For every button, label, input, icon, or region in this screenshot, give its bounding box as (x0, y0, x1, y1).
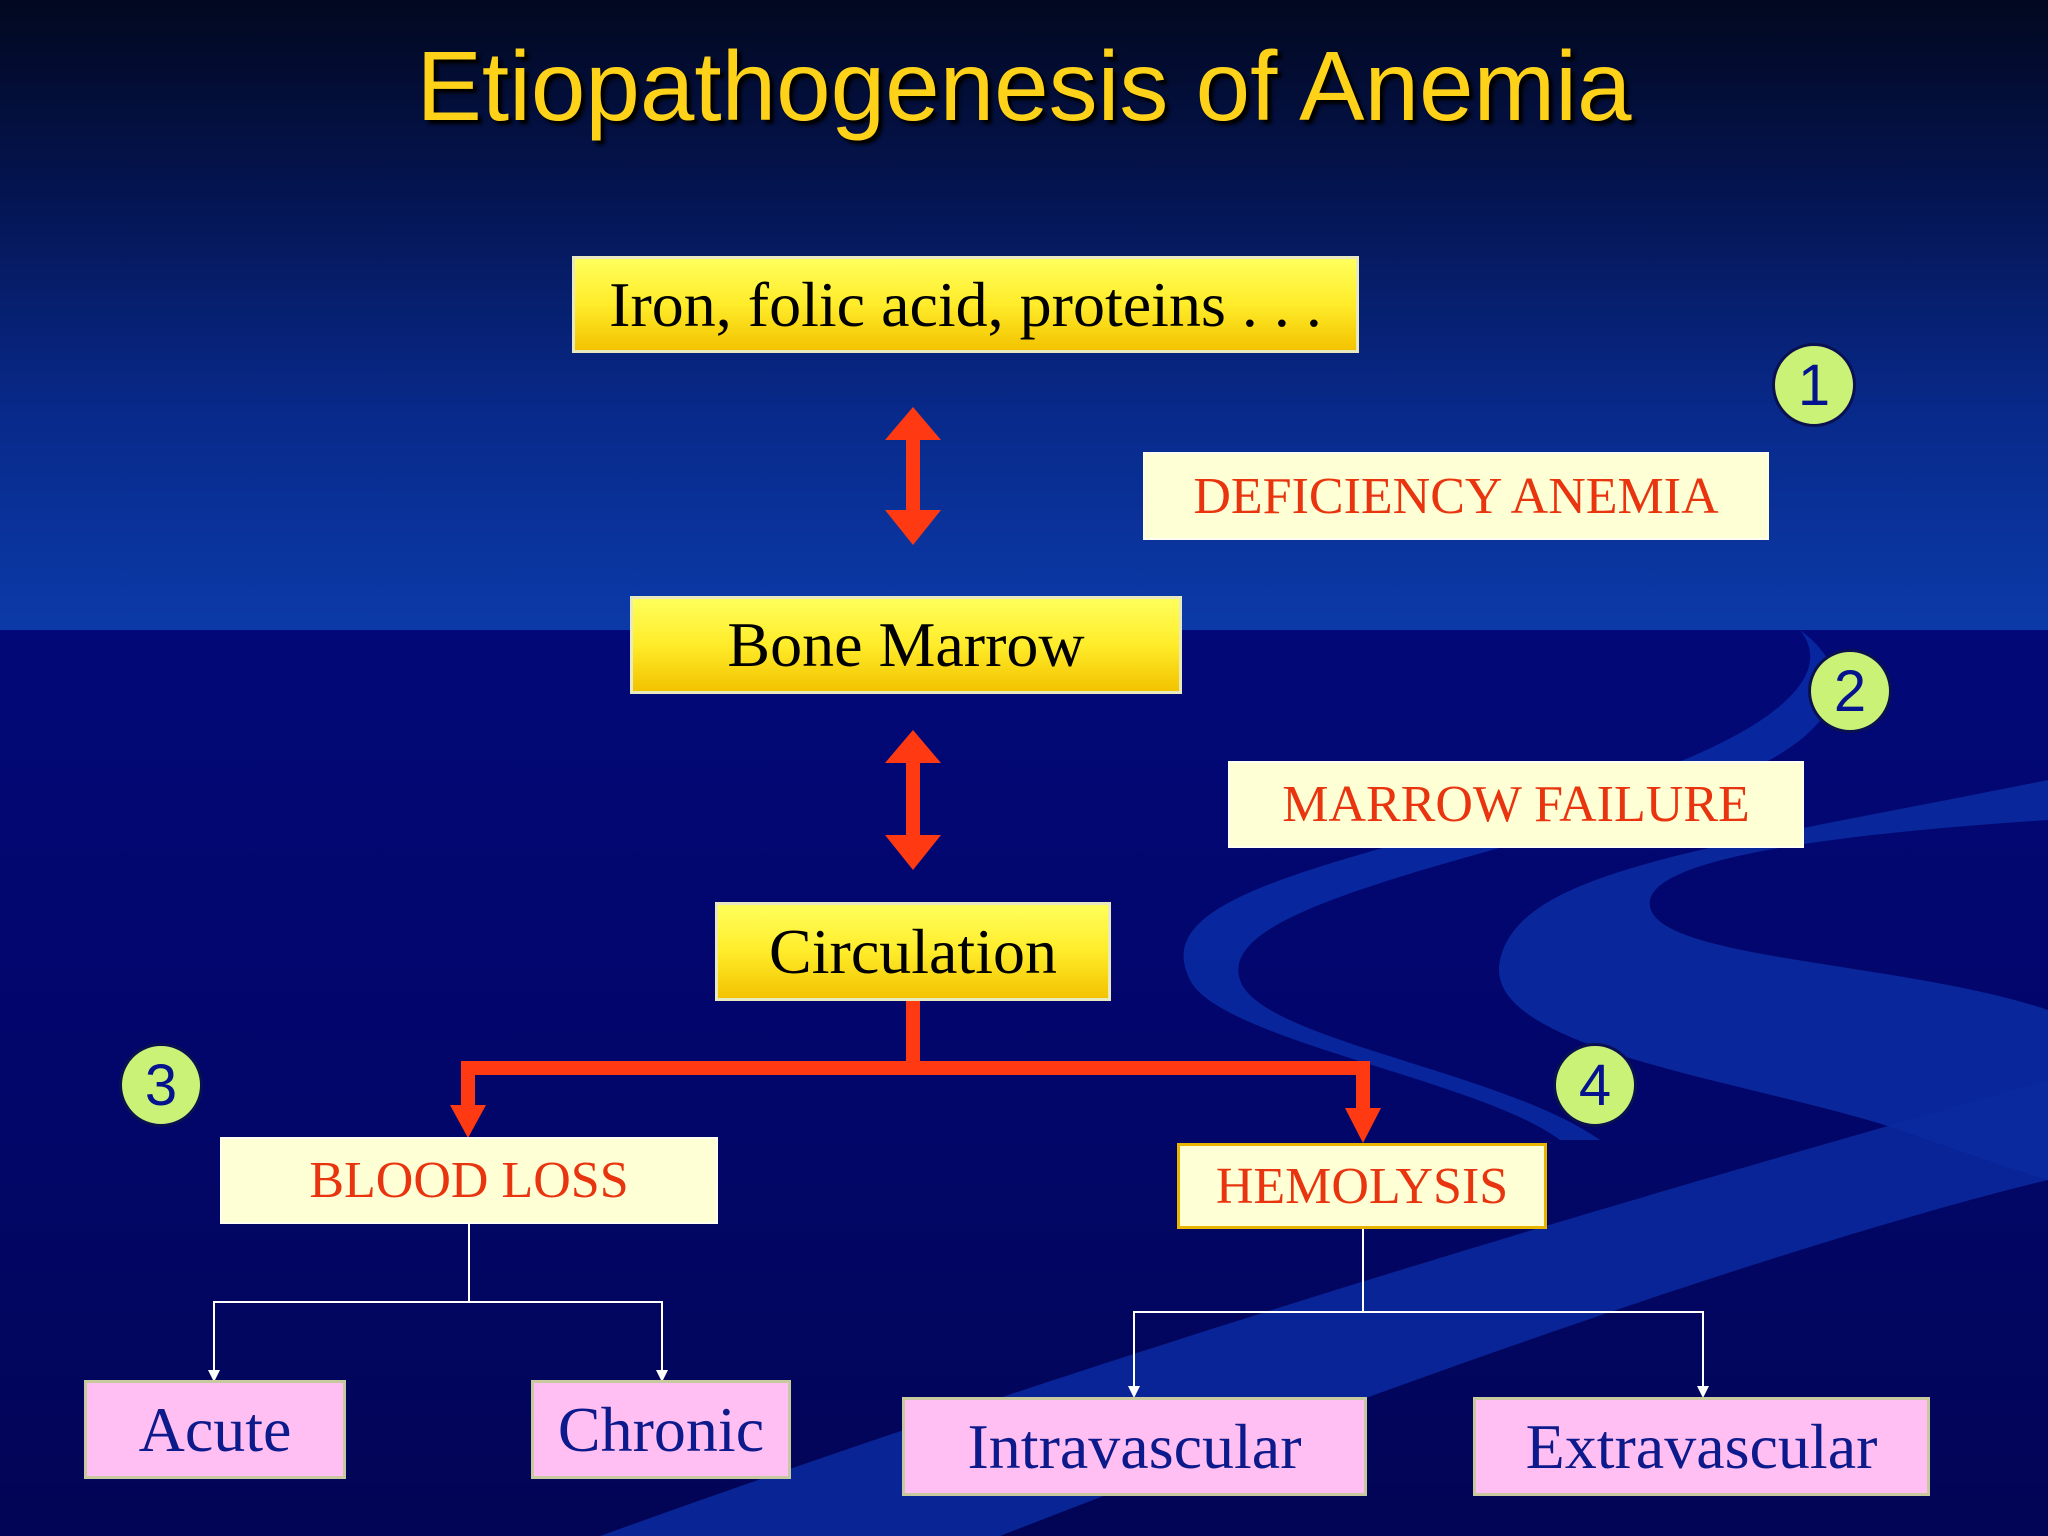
label-marrow-failure: MARROW FAILURE (1228, 761, 1804, 848)
slide-title: Etiopathogenesis of Anemia (416, 31, 1632, 141)
node-bone-marrow: Bone Marrow (630, 596, 1182, 694)
arrowhead-extravascular (1697, 1386, 1709, 1398)
tree-hemolysis (1133, 1229, 1704, 1388)
label-deficiency-anemia: DEFICIENCY ANEMIA (1143, 452, 1769, 540)
node-nutrients: Iron, folic acid, proteins . . . (572, 256, 1359, 353)
double-arrow-nutrients-marrow (885, 407, 941, 545)
node-acute: Acute (84, 1380, 346, 1479)
node-extravascular: Extravascular (1473, 1397, 1930, 1496)
label-blood-loss: BLOOD LOSS (220, 1137, 718, 1224)
marker-1: 1 (1772, 343, 1856, 427)
marker-4: 4 (1553, 1043, 1637, 1127)
node-circulation: Circulation (715, 902, 1111, 1001)
arrowhead-intravascular (1128, 1386, 1140, 1398)
double-arrow-marrow-circulation (885, 730, 941, 870)
branch-arrow-circulation (461, 1000, 1370, 1110)
node-intravascular: Intravascular (902, 1397, 1367, 1496)
arrowhead-blood-loss (450, 1105, 486, 1138)
tree-blood-loss (213, 1223, 663, 1372)
label-hemolysis: HEMOLYSIS (1177, 1143, 1547, 1229)
node-chronic: Chronic (531, 1380, 791, 1479)
marker-3: 3 (119, 1043, 203, 1127)
arrowhead-acute (208, 1370, 220, 1382)
marker-2: 2 (1808, 649, 1892, 733)
arrowhead-hemolysis (1345, 1108, 1381, 1143)
arrowhead-chronic (656, 1370, 668, 1382)
